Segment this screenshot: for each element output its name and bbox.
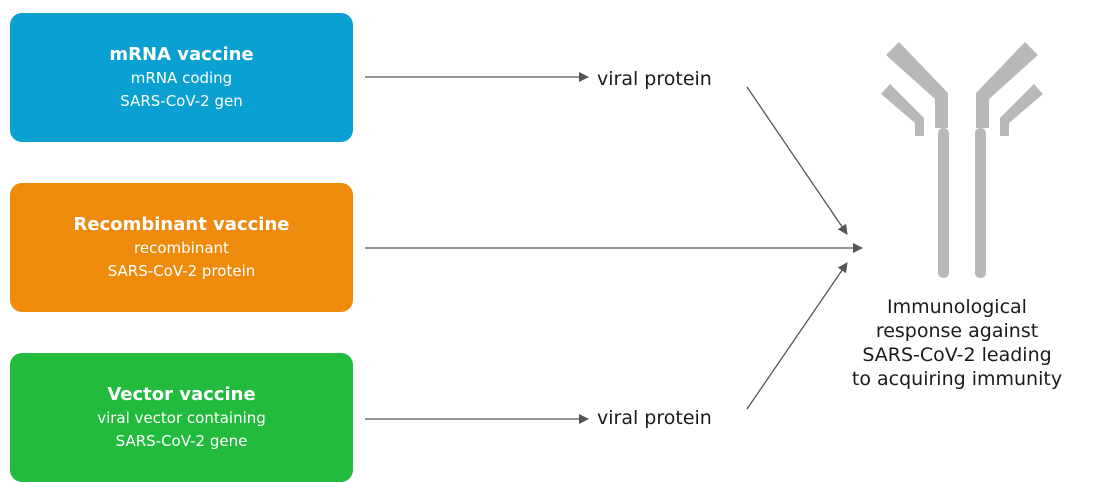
mrna-vaccine-line2: SARS-CoV-2 gen xyxy=(120,91,243,110)
antibody-icon xyxy=(881,42,1043,278)
immune-response-line2: response against xyxy=(875,320,1039,342)
arrow-protein-bottom-to-response xyxy=(746,262,848,410)
mrna-vaccine-title: mRNA vaccine xyxy=(109,43,254,65)
arrow-protein-top-to-response xyxy=(746,86,848,235)
vector-vaccine-box: Vector vaccine viral vector containing S… xyxy=(10,353,353,482)
vector-vaccine-title: Vector vaccine xyxy=(107,383,256,405)
vector-vaccine-line1: viral vector containing xyxy=(97,408,266,427)
mrna-vaccine-line1: mRNA coding xyxy=(130,68,233,87)
immune-response-line1: Immunological xyxy=(887,296,1027,318)
vector-vaccine-line2: SARS-CoV-2 gene xyxy=(115,431,248,450)
immune-response-line3: SARS-CoV-2 leading xyxy=(862,344,1052,366)
mrna-vaccine-box: mRNA vaccine mRNA coding SARS-CoV-2 gen xyxy=(10,13,353,142)
viral-protein-label-bottom: viral protein xyxy=(597,407,712,429)
viral-protein-label-top: viral protein xyxy=(597,68,712,90)
recombinant-vaccine-box: Recombinant vaccine recombinant SARS-CoV… xyxy=(10,183,353,312)
immune-response-text: Immunological response against SARS-CoV-… xyxy=(826,295,1088,391)
recombinant-vaccine-line2: SARS-CoV-2 protein xyxy=(107,261,256,280)
immune-response-line4: to acquiring immunity xyxy=(851,368,1063,390)
recombinant-vaccine-title: Recombinant vaccine xyxy=(73,213,290,235)
recombinant-vaccine-line1: recombinant xyxy=(134,238,229,257)
